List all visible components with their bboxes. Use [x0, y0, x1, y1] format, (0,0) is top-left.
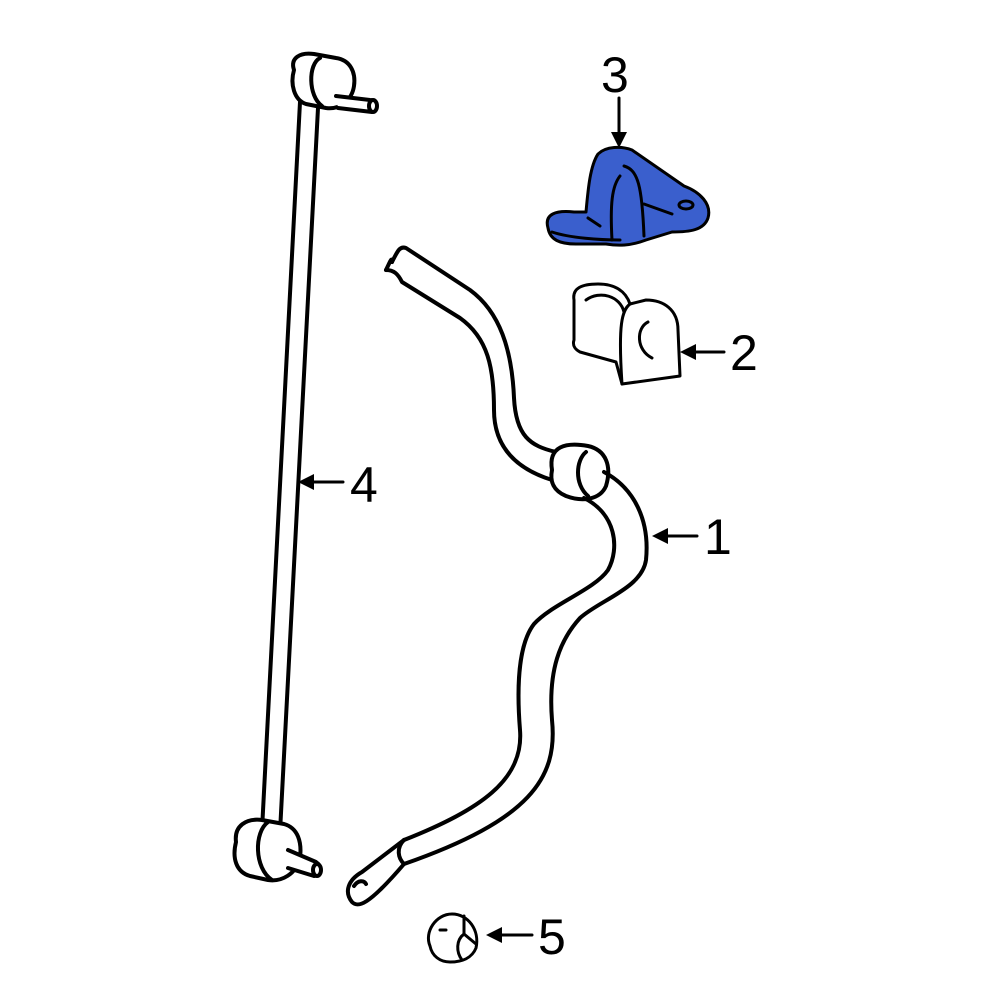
bushing-bracket[interactable]: [545, 145, 711, 247]
link-top-joint: [290, 51, 379, 114]
stabilizer-bar[interactable]: [345, 245, 649, 907]
end-cap-nut[interactable]: [427, 912, 479, 964]
callout-number-2: 2: [730, 325, 758, 381]
callout-arrows: [298, 96, 726, 943]
link-bottom-joint: [232, 817, 323, 883]
callout-number-3: 3: [601, 47, 629, 103]
callout-number-1: 1: [704, 509, 732, 565]
stabilizer-link[interactable]: [232, 51, 379, 883]
callout-number-4: 4: [350, 457, 378, 513]
callout-number-5: 5: [538, 909, 566, 965]
stabilizer-bushing[interactable]: [572, 282, 682, 386]
